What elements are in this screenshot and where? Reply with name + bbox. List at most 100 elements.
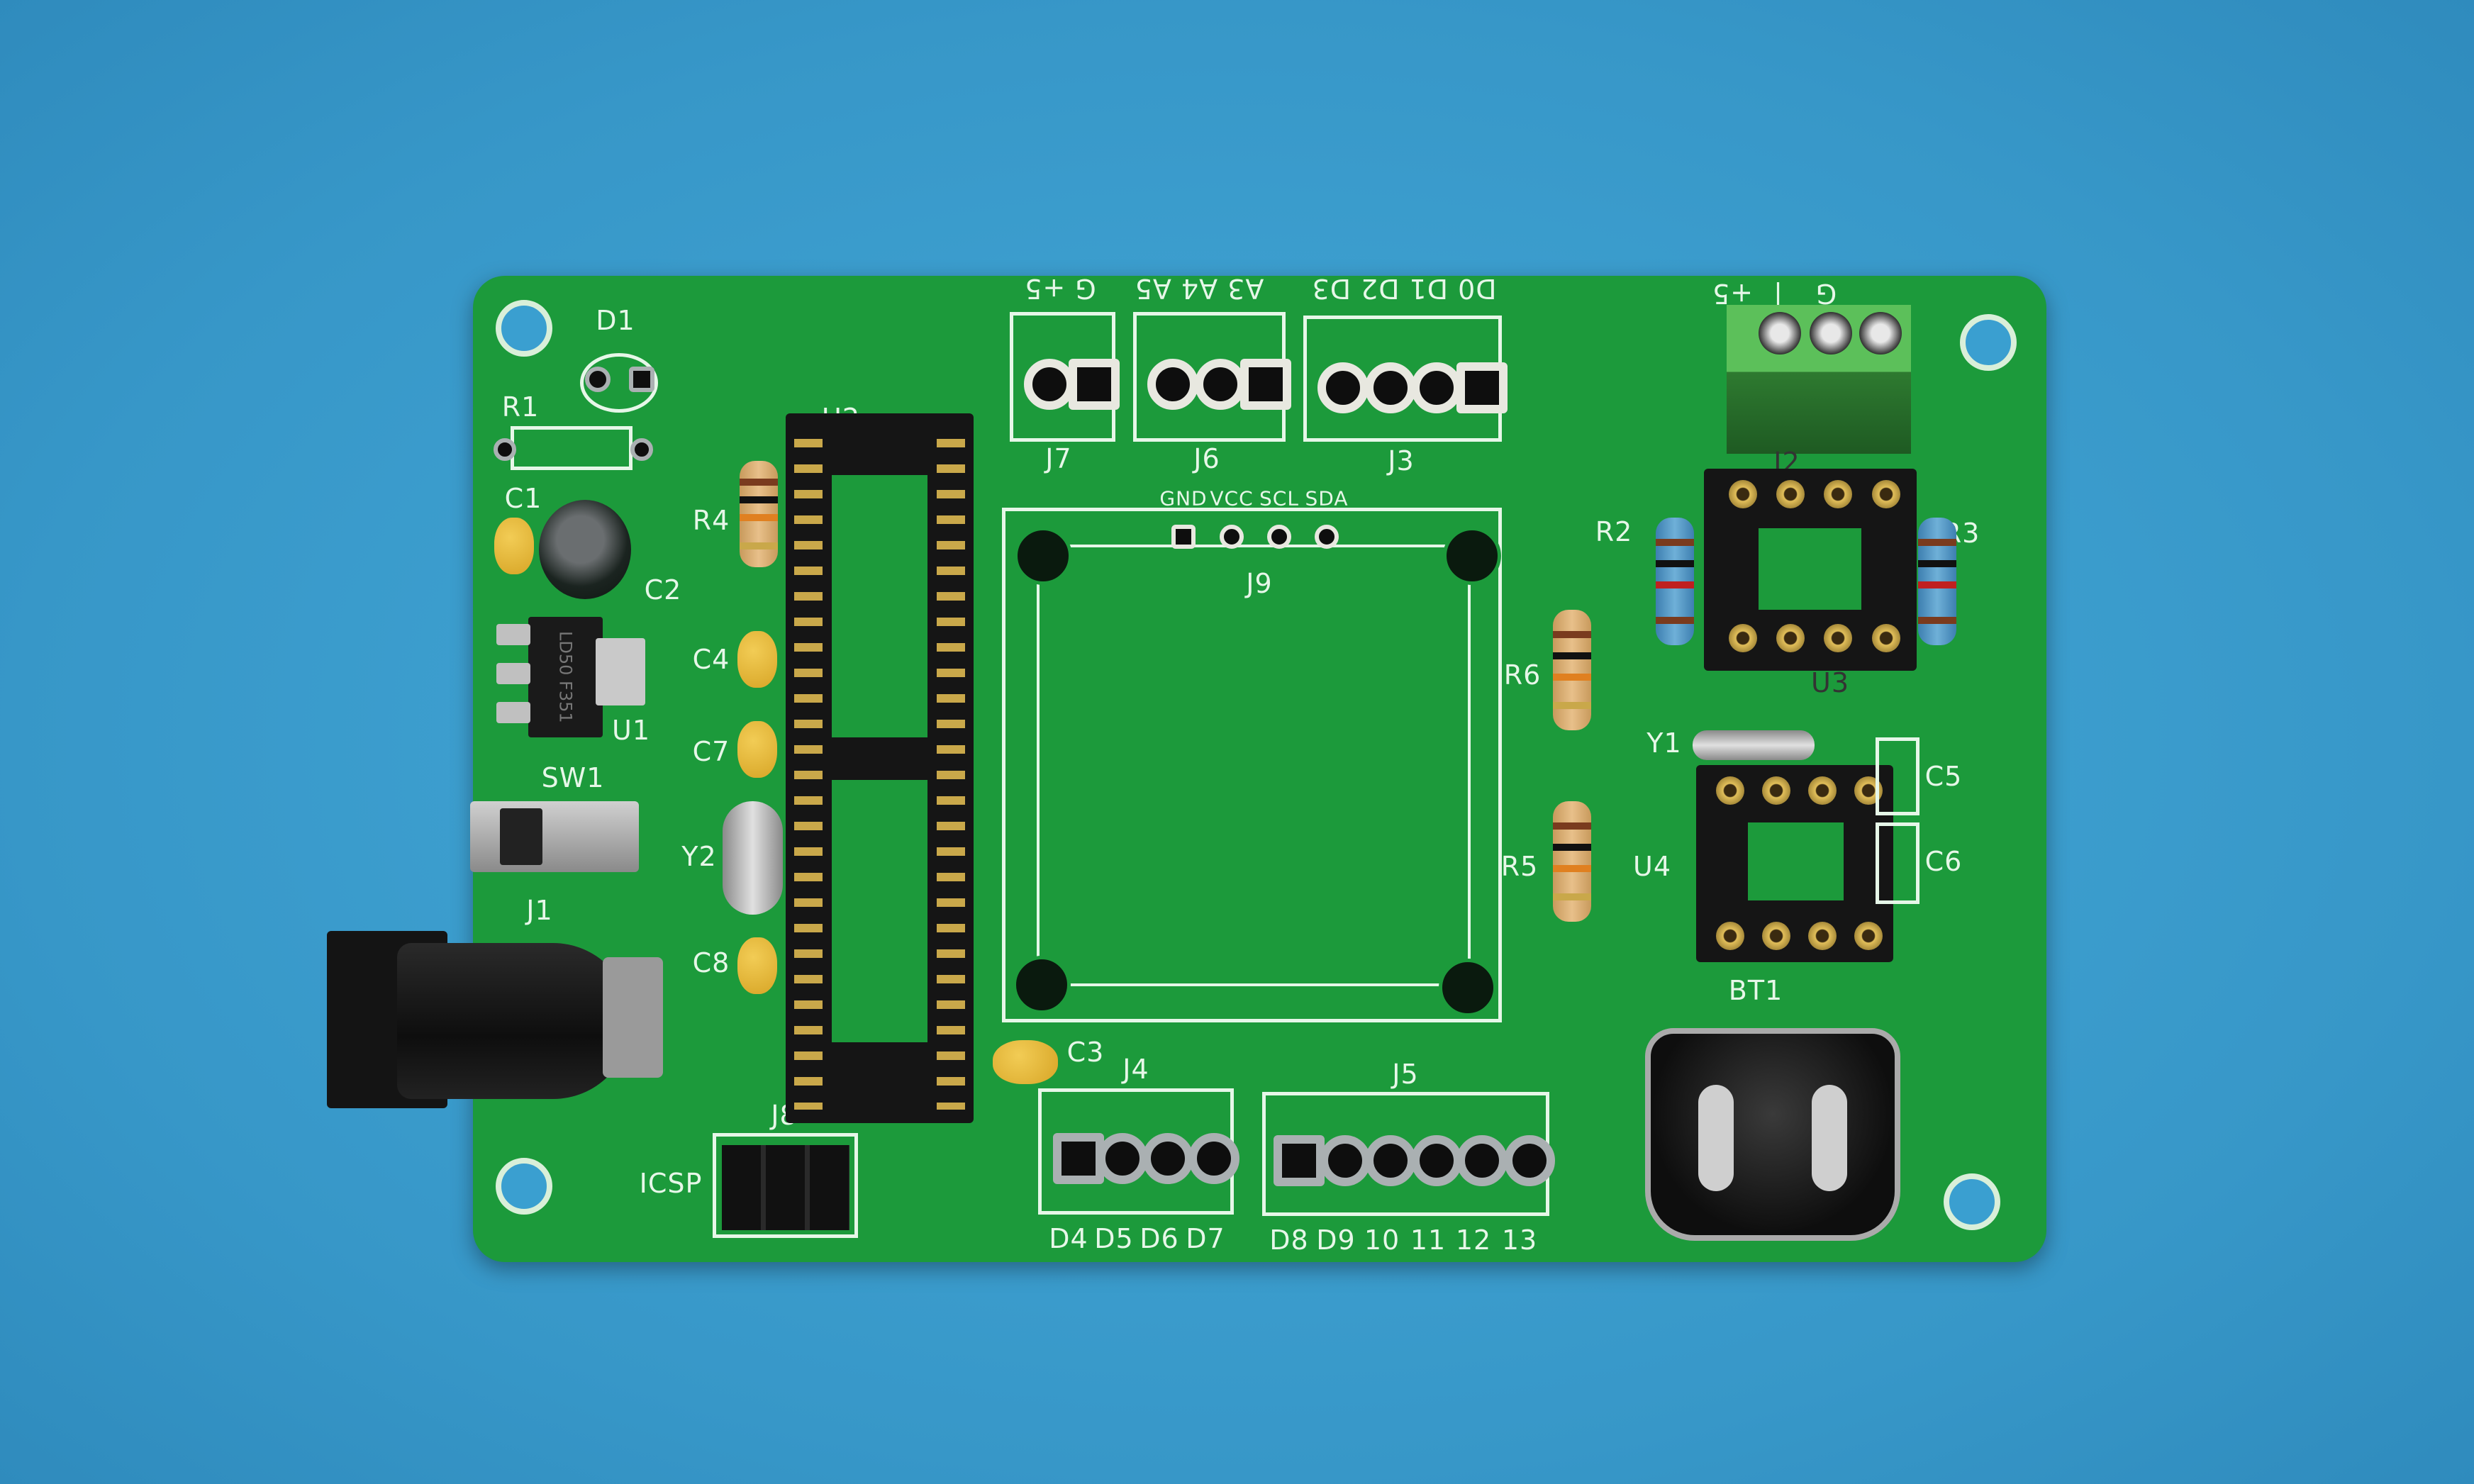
label-sw1: SW1 xyxy=(541,762,605,793)
label-c5: C5 xyxy=(1924,761,1963,792)
label-icsp: ICSP xyxy=(639,1168,703,1199)
mounting-hole xyxy=(496,300,552,357)
j4-pad xyxy=(1142,1133,1193,1184)
label-bt1: BT1 xyxy=(1728,975,1783,1006)
resistor-r3 xyxy=(1918,518,1956,645)
socket-pins-right xyxy=(937,429,965,1110)
j5-pin-label: D9 xyxy=(1316,1224,1356,1256)
j7-pad xyxy=(1024,359,1075,410)
icsp-outline xyxy=(713,1133,858,1238)
socket-pin xyxy=(1854,922,1883,950)
display-mount-hole xyxy=(1014,527,1072,585)
j9-pad xyxy=(1267,525,1291,549)
label-j5: J5 xyxy=(1392,1059,1419,1090)
terminal-screw[interactable] xyxy=(1759,312,1801,355)
capacitor-c1 xyxy=(494,518,534,574)
display-mount-hole xyxy=(1013,956,1071,1014)
j3-pad xyxy=(1317,362,1369,413)
socket-pin xyxy=(1808,776,1837,805)
j4-pad xyxy=(1097,1133,1148,1184)
label-c3: C3 xyxy=(1066,1037,1105,1068)
socket-pin xyxy=(1776,480,1805,508)
electrolytic-capacitor-c2 xyxy=(539,500,631,599)
j5-pad xyxy=(1320,1135,1371,1186)
j6-pad xyxy=(1240,359,1291,410)
label-r2: R2 xyxy=(1595,516,1633,547)
label-j1: J1 xyxy=(526,895,553,926)
j4-pin-label: D4 xyxy=(1049,1223,1088,1254)
socket-pin xyxy=(1808,922,1837,950)
label-r1: R1 xyxy=(501,391,540,423)
j5-pin-label: 10 xyxy=(1364,1224,1400,1256)
led-pad xyxy=(585,367,611,392)
mounting-hole xyxy=(496,1158,552,1215)
dc-jack-body xyxy=(397,943,631,1099)
j9-pad xyxy=(1220,525,1244,549)
terminal-screw[interactable] xyxy=(1859,312,1902,355)
capacitor-c8 xyxy=(737,937,777,994)
j9-pin-scl: SCL xyxy=(1259,486,1299,511)
socket-window xyxy=(1759,528,1861,610)
label-u3: U3 xyxy=(1811,667,1849,698)
j3-pad xyxy=(1365,362,1416,413)
resistor-r4 xyxy=(740,461,778,567)
regulator-tab xyxy=(596,638,645,705)
j3-pin-labels: D0 D1 D2 D3 xyxy=(1311,273,1497,304)
j9-pin-vcc: VCC xyxy=(1210,486,1254,511)
battery-clip xyxy=(1812,1085,1847,1191)
j5-pad xyxy=(1365,1135,1416,1186)
j5-pin-label: 11 xyxy=(1410,1224,1447,1256)
j5-pad xyxy=(1504,1135,1555,1186)
j5-pin-label: D8 xyxy=(1269,1224,1309,1256)
j6-pin-labels: A3 A4 A5 xyxy=(1134,273,1264,304)
socket-pin xyxy=(1824,480,1852,508)
j9-pad xyxy=(1171,525,1196,549)
label-y1: Y1 xyxy=(1646,727,1682,759)
label-r4: R4 xyxy=(692,505,730,536)
socket-window xyxy=(832,475,927,737)
j5-pad xyxy=(1274,1135,1325,1186)
led-d1-outline xyxy=(580,353,658,413)
j5-pad xyxy=(1411,1135,1462,1186)
socket-pin xyxy=(1716,922,1744,950)
label-c1: C1 xyxy=(504,483,542,514)
battery-clip xyxy=(1698,1085,1734,1191)
socket-pin xyxy=(1872,480,1900,508)
socket-pin xyxy=(1872,624,1900,652)
slide-switch-sw1[interactable] xyxy=(470,801,639,872)
j9-pin-sda: SDA xyxy=(1305,486,1349,511)
display-mount-hole xyxy=(1439,959,1497,1017)
resistor-r5 xyxy=(1553,801,1591,922)
label-j6: J6 xyxy=(1193,443,1220,474)
label-j3: J3 xyxy=(1388,445,1415,476)
socket-pin xyxy=(1762,922,1790,950)
terminal-screw[interactable] xyxy=(1810,312,1852,355)
voltage-regulator-u1: LD50 F351 xyxy=(528,617,603,737)
label-c7: C7 xyxy=(692,736,730,767)
j9-pad xyxy=(1315,525,1339,549)
label-u4: U4 xyxy=(1633,851,1671,882)
led-pad xyxy=(629,367,654,392)
crystal-y2 xyxy=(723,801,783,915)
socket-pin xyxy=(1776,624,1805,652)
socket-pin xyxy=(1729,624,1757,652)
label-c2: C2 xyxy=(644,574,682,606)
label-j9: J9 xyxy=(1246,568,1273,599)
regulator-pin xyxy=(496,702,530,723)
r1-pad xyxy=(494,438,516,461)
capacitor-c7 xyxy=(737,721,777,778)
label-r6: R6 xyxy=(1503,659,1542,691)
j2-pin-label-sep: | xyxy=(1773,278,1783,309)
switch-slider[interactable] xyxy=(500,808,542,865)
j7-pad xyxy=(1069,359,1120,410)
regulator-pin xyxy=(496,663,530,684)
resistor-r6 xyxy=(1553,610,1591,730)
j4-pin-label: D6 xyxy=(1140,1223,1179,1254)
label-d1: D1 xyxy=(596,305,635,336)
label-r5: R5 xyxy=(1500,851,1539,882)
socket-pin xyxy=(1762,776,1790,805)
j4-pin-label: D7 xyxy=(1186,1223,1225,1254)
mounting-hole xyxy=(1960,314,2017,371)
j4-pad xyxy=(1188,1133,1239,1184)
dc-jack-pin xyxy=(603,957,663,1078)
